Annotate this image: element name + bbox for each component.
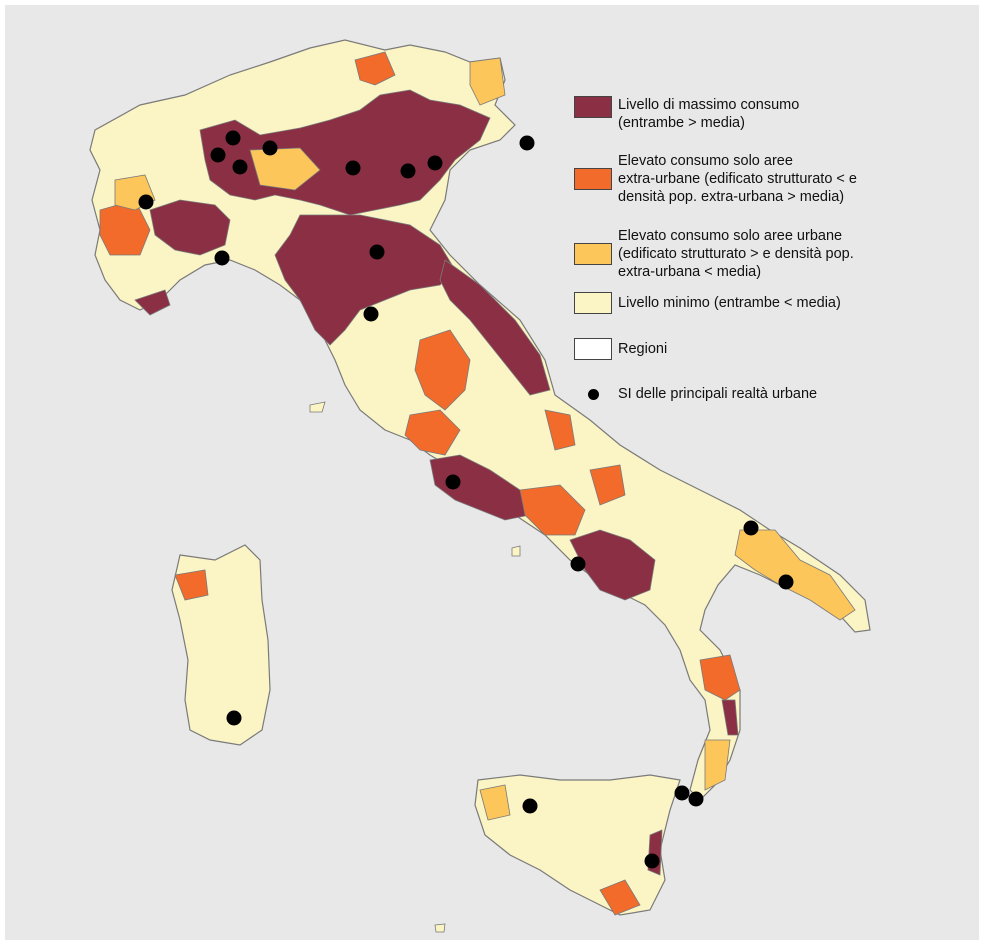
city-point — [445, 474, 461, 490]
max-liguria — [134, 289, 171, 316]
city-point — [674, 785, 690, 801]
max-emilia-tuscany — [274, 214, 456, 346]
legend-swatch-urban — [574, 243, 612, 265]
sicily-urban-west — [479, 784, 511, 821]
extra-urban-umbria — [414, 329, 471, 411]
legend-label-urban: Elevato consumo solo aree urbane (edific… — [618, 228, 854, 280]
legend-item-max: Livello di massimo consumo (entrambe > m… — [574, 96, 799, 132]
city-point — [232, 159, 248, 175]
city-point — [644, 853, 660, 869]
city-point — [522, 798, 538, 814]
city-point — [363, 306, 379, 322]
ischia-island — [511, 545, 521, 557]
legend-item-urban: Elevato consumo solo aree urbane (edific… — [574, 227, 854, 281]
city-point — [688, 791, 704, 807]
legend-swatch-regions — [574, 338, 612, 360]
legend-label-regions: Regioni — [618, 341, 668, 357]
sardinia-extra-urban — [174, 569, 209, 601]
legend-swatch-max — [574, 96, 612, 118]
legend-item-extra-urban: Elevato consumo solo aree extra-urbane (… — [574, 152, 857, 206]
city-point — [214, 250, 230, 266]
extra-urban-campania — [519, 484, 586, 536]
mainland-italy — [89, 39, 871, 801]
city-point — [400, 163, 416, 179]
city-point — [225, 130, 241, 146]
extra-urban-alps — [354, 51, 396, 86]
legend-label-max: Livello di massimo consumo (entrambe > m… — [618, 97, 800, 131]
city-point — [345, 160, 361, 176]
city-point — [369, 244, 385, 260]
legend-label-minimum: Livello minimo (entrambe < media) — [618, 295, 841, 311]
city-point — [427, 155, 443, 171]
black-dot-icon — [574, 383, 612, 405]
max-adriatic — [439, 259, 551, 396]
elba-island — [309, 401, 326, 413]
urban-lombardia — [249, 147, 321, 191]
legend-item-cities: SI delle principali realtà urbane — [574, 383, 817, 405]
max-campania — [569, 529, 656, 601]
extra-urban-lazio — [404, 409, 461, 456]
city-point — [226, 710, 242, 726]
small-island — [434, 923, 446, 933]
legend-item-regions: Regioni — [574, 338, 667, 360]
city-point — [743, 520, 759, 536]
sicily-extra-urban-south — [599, 879, 641, 916]
urban-puglia — [734, 529, 856, 621]
legend-item-minimum: Livello minimo (entrambe < media) — [574, 292, 841, 314]
extra-urban-calabria — [699, 654, 741, 701]
city-point — [210, 147, 226, 163]
legend-swatch-minimum — [574, 292, 612, 314]
city-point — [138, 194, 154, 210]
extra-urban-molise — [544, 409, 576, 451]
city-point — [570, 556, 586, 572]
max-piemonte — [149, 199, 231, 256]
max-lazio — [429, 454, 531, 521]
max-calabria — [721, 699, 739, 736]
legend-label-extra-urban: Elevato consumo solo aree extra-urbane (… — [618, 153, 857, 205]
legend-label-cities: SI delle principali realtà urbane — [618, 386, 818, 402]
legend-swatch-extra-urban — [574, 168, 612, 190]
urban-friuli — [469, 57, 506, 106]
city-point — [519, 135, 535, 151]
city-point — [778, 574, 794, 590]
city-points — [138, 130, 794, 869]
extra-urban-basilicata — [589, 464, 626, 506]
city-point — [262, 140, 278, 156]
urban-calabria-coast — [704, 739, 731, 791]
